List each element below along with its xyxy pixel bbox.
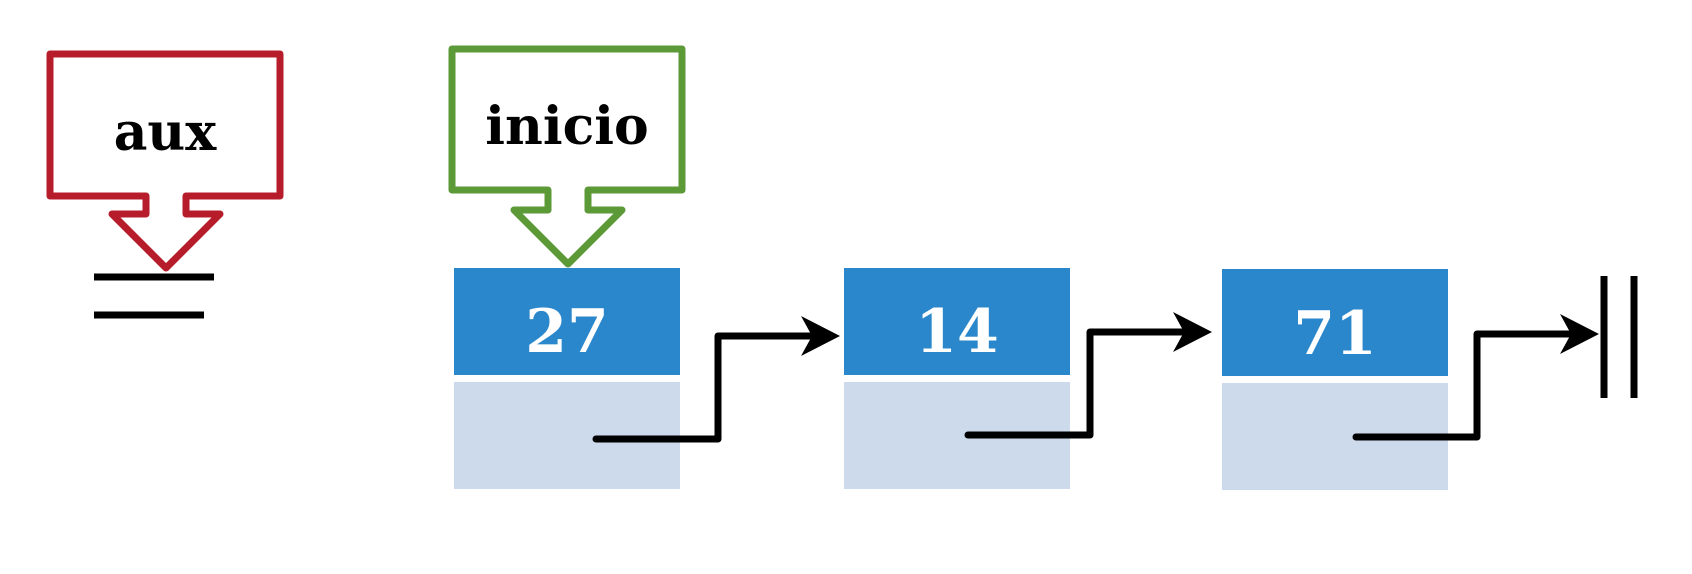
pointer-inicio: inicio <box>448 45 686 268</box>
node-data-cell <box>1222 269 1448 376</box>
pointer-aux-callout <box>46 50 284 272</box>
next-arrow <box>1352 314 1599 441</box>
node-value: 14 <box>915 297 999 367</box>
pointer-inicio-label: inicio <box>485 96 648 157</box>
list-node: 27 <box>454 268 680 489</box>
aux-null-symbol <box>94 273 214 319</box>
list-node: 71 <box>1222 269 1448 490</box>
next-arrow <box>592 316 840 443</box>
pointer-inicio-callout <box>448 45 686 268</box>
node-value: 27 <box>525 297 609 367</box>
null-terminator <box>1600 276 1638 398</box>
next-arrow <box>964 312 1212 439</box>
node-value: 71 <box>1293 299 1377 369</box>
node-data-cell <box>844 268 1070 375</box>
pointer-aux: aux <box>46 50 284 272</box>
pointer-aux-label: aux <box>114 102 218 163</box>
list-node: 14 <box>844 268 1070 489</box>
node-data-cell <box>454 268 680 375</box>
